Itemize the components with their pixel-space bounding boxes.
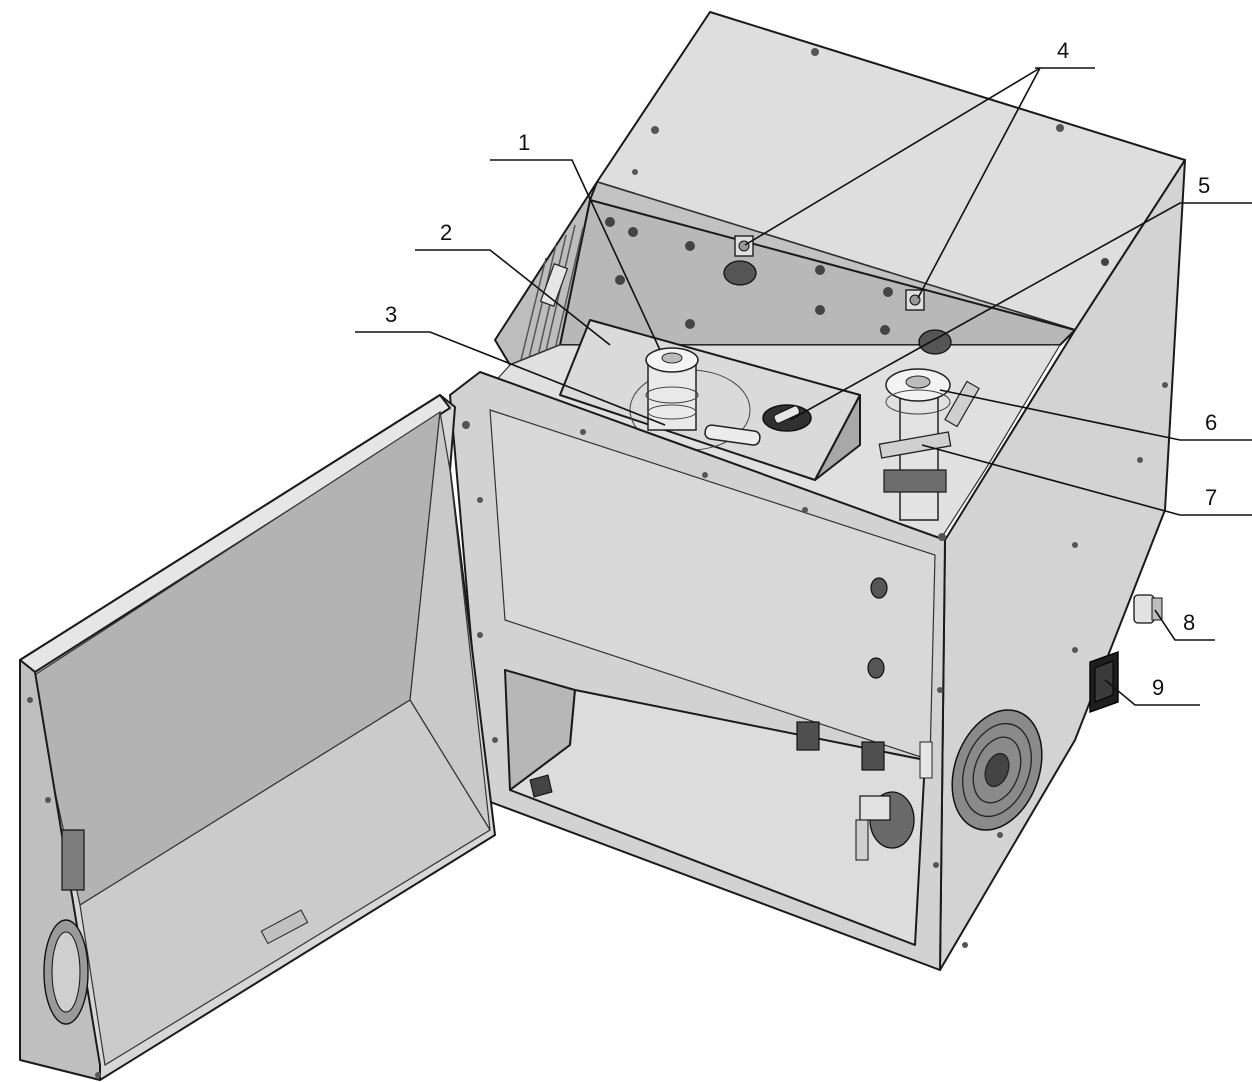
cooling-fan	[951, 709, 1043, 831]
right-filter-assembly	[878, 368, 980, 521]
power-inlet	[1089, 651, 1119, 713]
callout-7: 7	[1205, 485, 1217, 510]
callout-1: 1	[518, 130, 530, 155]
top-filter-cap	[645, 347, 699, 431]
callout-6: 6	[1205, 410, 1217, 435]
lower-compartment	[504, 669, 933, 946]
callout-8: 8	[1183, 610, 1195, 635]
sensor-port	[762, 404, 812, 432]
callout-9: 9	[1152, 675, 1164, 700]
callout-5: 5	[1198, 173, 1210, 198]
cable-gland	[1133, 594, 1163, 624]
callout-3: 3	[385, 302, 397, 327]
callout-2: 2	[440, 220, 452, 245]
callout-4: 4	[1057, 38, 1069, 63]
filter-housing-block	[559, 319, 861, 481]
callouts: 1 2 3 4 5 6 7 8 9	[355, 38, 1252, 706]
open-door	[19, 394, 496, 1081]
wall-fittings	[723, 235, 952, 355]
